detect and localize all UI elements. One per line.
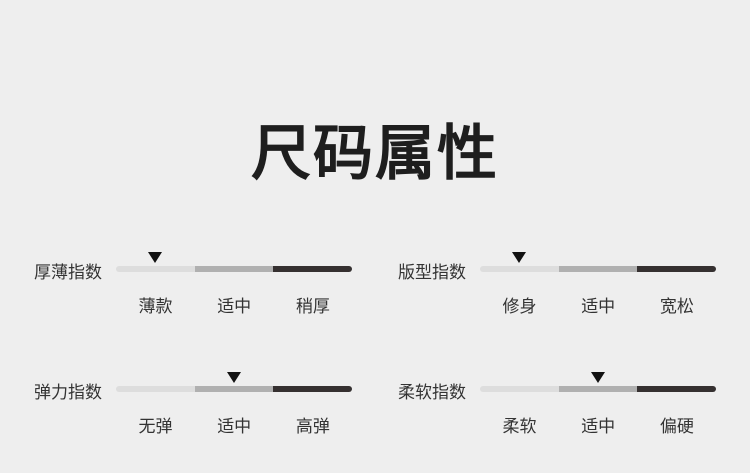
- attribute-thickness: 厚薄指数 薄款 适中 稍厚: [34, 240, 374, 320]
- scale-segment-low: [116, 266, 195, 272]
- scale-option: 柔软: [502, 417, 537, 437]
- attribute-fit: 版型指数 修身 适中 宽松: [398, 240, 738, 320]
- scale-option: 适中: [217, 297, 252, 317]
- scale-segment-low: [116, 386, 195, 392]
- triangle-marker-icon: [227, 372, 241, 383]
- scale-option: 适中: [217, 417, 252, 437]
- scale-segment-mid: [558, 386, 638, 392]
- scale-segment-low: [480, 266, 559, 272]
- scale-segment-high: [637, 386, 717, 392]
- scale-option: 偏硬: [659, 417, 694, 437]
- scale-option: 适中: [581, 417, 616, 437]
- scale-segment-mid: [558, 266, 638, 272]
- scale-option: 修身: [502, 297, 537, 317]
- scale-segment-mid: [194, 386, 274, 392]
- scale-option: 宽松: [659, 297, 694, 317]
- triangle-marker-icon: [591, 372, 605, 383]
- triangle-marker-icon: [512, 252, 527, 263]
- triangle-marker-icon: [148, 252, 163, 263]
- scale-segment-low: [480, 386, 559, 392]
- scale-bar: [116, 386, 353, 392]
- scale-segment-high: [637, 266, 717, 272]
- scale-bar: [480, 386, 717, 392]
- attribute-label: 版型指数: [398, 263, 466, 283]
- scale-option: 稍厚: [295, 297, 330, 317]
- scale-segment-high: [273, 386, 353, 392]
- scale-bar: [480, 266, 717, 272]
- scale-option: 适中: [581, 297, 616, 317]
- scale-bar: [116, 266, 353, 272]
- scale-option: 高弹: [295, 417, 330, 437]
- attribute-softness: 柔软指数 柔软 适中 偏硬: [398, 360, 738, 440]
- scale-segment-high: [273, 266, 353, 272]
- page-title: 尺码属性: [251, 119, 499, 189]
- attribute-elasticity: 弹力指数 无弹 适中 高弹: [34, 360, 374, 440]
- attribute-label: 柔软指数: [398, 383, 466, 403]
- attribute-label: 弹力指数: [34, 383, 102, 403]
- scale-option: 无弹: [138, 417, 173, 437]
- scale-option: 薄款: [138, 297, 173, 317]
- attribute-label: 厚薄指数: [34, 263, 102, 283]
- scale-segment-mid: [194, 266, 274, 272]
